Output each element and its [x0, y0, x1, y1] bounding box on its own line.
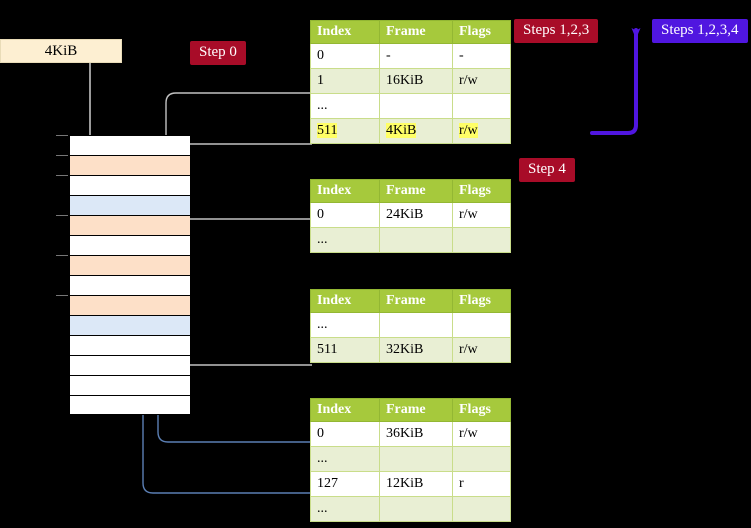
memory-row: [70, 395, 190, 415]
table-header-flags: Flags: [452, 398, 511, 422]
memory-row: [70, 295, 190, 315]
memory-row: [70, 375, 190, 395]
table-header-frame: Frame: [379, 289, 453, 313]
cell-index: 511: [310, 118, 380, 144]
cell-flags: [452, 496, 511, 522]
table-row: ...: [310, 446, 511, 472]
cell-index: 1: [310, 68, 380, 94]
memory-row: [70, 195, 190, 215]
wire-steps-bracket: [590, 28, 641, 135]
cell-flags: -: [452, 43, 511, 69]
table-header-index: Index: [310, 179, 380, 203]
wire-t3-511-to-mem: [173, 306, 312, 366]
cell-frame: 12KiB: [379, 471, 453, 497]
cell-flags: r/w: [452, 202, 511, 228]
cell-frame: 16KiB: [379, 68, 453, 94]
memory-row: [70, 335, 190, 355]
table-row: ...: [310, 93, 511, 119]
table-row: ...: [310, 312, 511, 338]
memory-row: [70, 235, 190, 255]
memory-tick: [56, 135, 68, 136]
cell-flags: [452, 446, 511, 472]
physical-memory-column: [70, 135, 190, 415]
wire-t4-0-to-mem: [151, 328, 312, 443]
cell-frame: [379, 446, 453, 472]
table-row: ...: [310, 496, 511, 522]
memory-row: [70, 175, 190, 195]
table-row: 0--: [310, 43, 511, 69]
cell-flags: r: [452, 471, 511, 497]
memory-row: [70, 275, 190, 295]
wire-t1-1-to-mem: [165, 92, 312, 240]
cell-flags: r/w: [452, 337, 511, 363]
cell-index: ...: [310, 446, 380, 472]
memory-row: [70, 135, 190, 155]
table-header-frame: Frame: [379, 179, 453, 203]
cell-index: 0: [310, 43, 380, 69]
memory-tick: [56, 155, 68, 156]
wire-t4-127-to-mem: [136, 234, 312, 494]
cell-index: 511: [310, 337, 380, 363]
badge-step-4: Step 4: [519, 158, 575, 182]
memory-row: [70, 355, 190, 375]
memory-row: [70, 315, 190, 335]
memory-row: [70, 155, 190, 175]
cell-frame: 24KiB: [379, 202, 453, 228]
table-header-flags: Flags: [452, 20, 511, 44]
cell-index: ...: [310, 227, 380, 253]
badge-step-0: Step 0: [190, 41, 246, 65]
badge-steps-1234: Steps 1,2,3,4: [652, 19, 748, 43]
table-header-index: Index: [310, 289, 380, 313]
cell-flags: r/w: [452, 68, 511, 94]
table-row: ...: [310, 227, 511, 253]
cell-index: 0: [310, 202, 380, 228]
cell-index: ...: [310, 496, 380, 522]
cell-flags: [452, 227, 511, 253]
badge-steps-123: Steps 1,2,3: [514, 19, 599, 43]
memory-row: [70, 255, 190, 275]
cell-flags: r/w: [452, 118, 511, 144]
table-header-frame: Frame: [379, 398, 453, 422]
table-header-index: Index: [310, 398, 380, 422]
cell-frame: 4KiB: [379, 118, 453, 144]
memory-tick: [56, 295, 68, 296]
memory-tick: [56, 175, 68, 176]
table-header-index: Index: [310, 20, 380, 44]
cell-index: ...: [310, 93, 380, 119]
cell-frame: 32KiB: [379, 337, 453, 363]
cell-frame: [379, 496, 453, 522]
wire-t2-0-to-mem: [177, 218, 312, 262]
cell-index: 127: [310, 471, 380, 497]
cell-frame: [379, 312, 453, 338]
cell-flags: [452, 312, 511, 338]
memory-row: [70, 215, 190, 235]
memory-tick: [56, 215, 68, 216]
memory-tick: [56, 255, 68, 256]
table-header-flags: Flags: [452, 289, 511, 313]
kib-box: 4KiB: [0, 39, 122, 63]
table-header-frame: Frame: [379, 20, 453, 44]
table-header-flags: Flags: [452, 179, 511, 203]
cell-frame: -: [379, 43, 453, 69]
cell-flags: [452, 93, 511, 119]
cell-index: ...: [310, 312, 380, 338]
cell-frame: [379, 93, 453, 119]
cell-frame: 36KiB: [379, 421, 453, 447]
cell-frame: [379, 227, 453, 253]
cell-index: 0: [310, 421, 380, 447]
cell-flags: r/w: [452, 421, 511, 447]
